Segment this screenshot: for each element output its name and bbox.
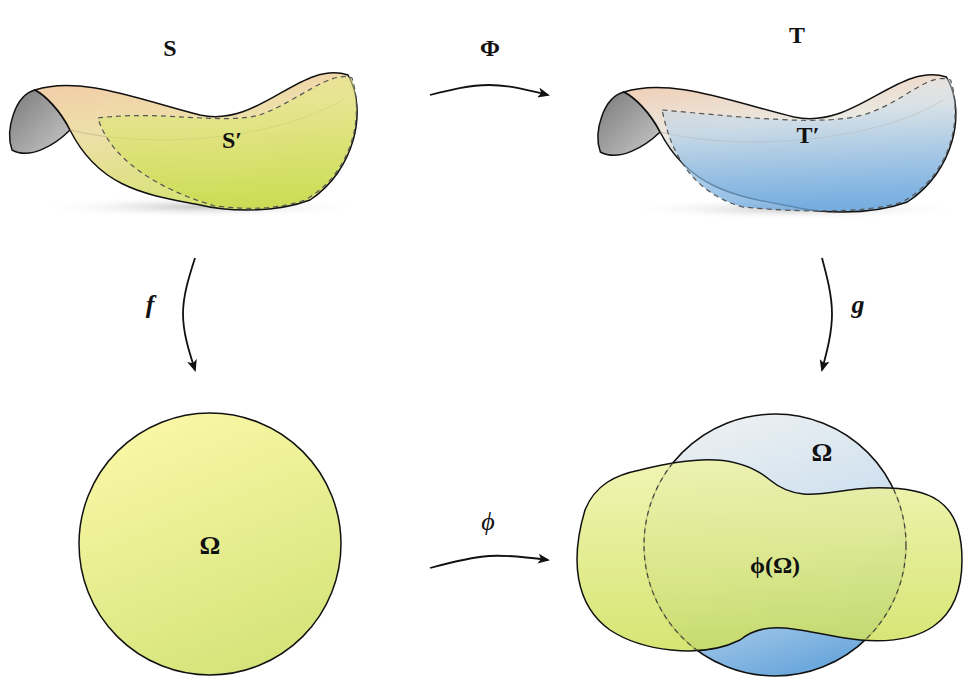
map-label: ϕ	[481, 509, 494, 535]
mapping-arrow	[183, 258, 195, 370]
node-label: Ω	[200, 533, 221, 559]
node-label: S′	[222, 128, 242, 152]
mapping-arrow	[822, 258, 832, 370]
surface-t: T T′	[585, 0, 968, 218]
disc-omega: Ω	[76, 411, 344, 677]
shape-group	[662, 79, 955, 211]
image-region: ϕ(Ω)	[577, 455, 966, 653]
mapping-arrow	[430, 556, 548, 568]
node-label: Ω	[812, 440, 833, 466]
subregion-s-prime: S′	[95, 70, 367, 215]
node-label: T′	[797, 123, 820, 147]
node-label: S	[163, 36, 176, 60]
shape-group	[577, 414, 962, 676]
map-label: f	[146, 292, 155, 318]
map-label: g	[852, 292, 865, 318]
subregion-t-prime: T′	[650, 75, 966, 217]
mapping-arrow	[430, 85, 548, 95]
map-label: Φ	[480, 36, 500, 60]
node-label: ϕ(Ω)	[750, 553, 800, 577]
shape-group	[79, 413, 341, 675]
shape-group	[598, 75, 964, 220]
node-label: T	[789, 23, 805, 47]
surface-s: S S′	[0, 0, 365, 218]
shape-group	[98, 77, 357, 209]
shape-group	[10, 73, 365, 218]
